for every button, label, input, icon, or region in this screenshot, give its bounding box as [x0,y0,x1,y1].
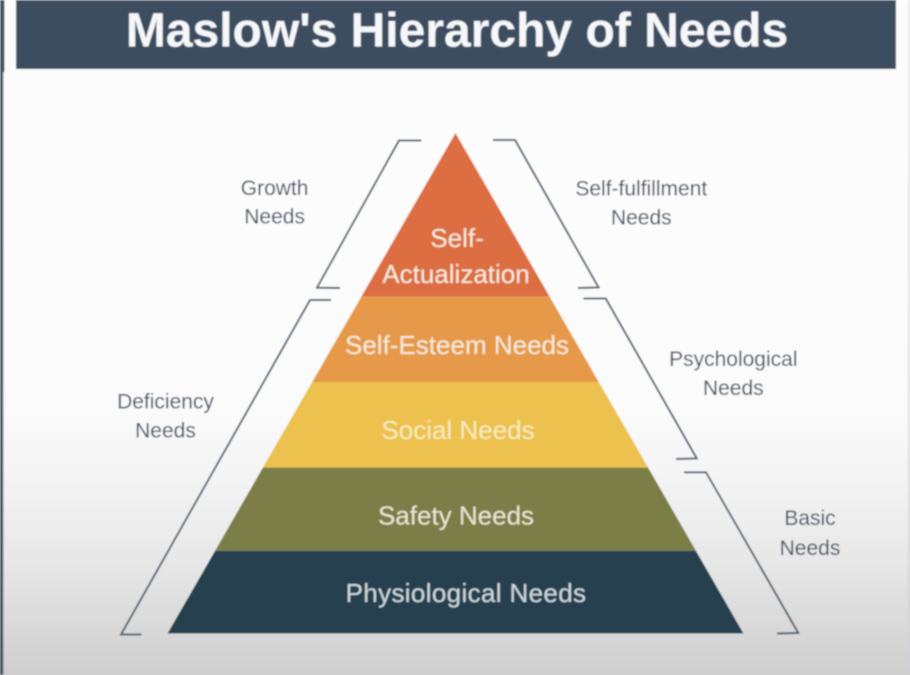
svg-text:Actualization: Actualization [382,259,529,289]
svg-text:Needs: Needs [135,420,196,443]
svg-text:Needs: Needs [244,206,305,229]
svg-text:Psychological: Psychological [669,348,797,371]
svg-text:Self-Esteem Needs: Self-Esteem Needs [345,330,569,360]
svg-text:Social Needs: Social Needs [381,415,534,445]
svg-text:Basic: Basic [784,507,835,530]
svg-text:Growth: Growth [241,177,309,200]
svg-text:Deficiency: Deficiency [117,391,214,414]
svg-text:Maslow's Hierarchy of Needs: Maslow's Hierarchy of Needs [126,5,788,58]
svg-text:Needs: Needs [703,377,764,400]
svg-text:Self-fulfillment: Self-fulfillment [575,178,707,201]
svg-text:Self-: Self- [430,223,483,253]
svg-text:Needs: Needs [611,207,672,230]
svg-text:Safety Needs: Safety Needs [378,501,534,531]
svg-text:Physiological Needs: Physiological Needs [346,578,587,608]
svg-text:Needs: Needs [780,537,841,560]
